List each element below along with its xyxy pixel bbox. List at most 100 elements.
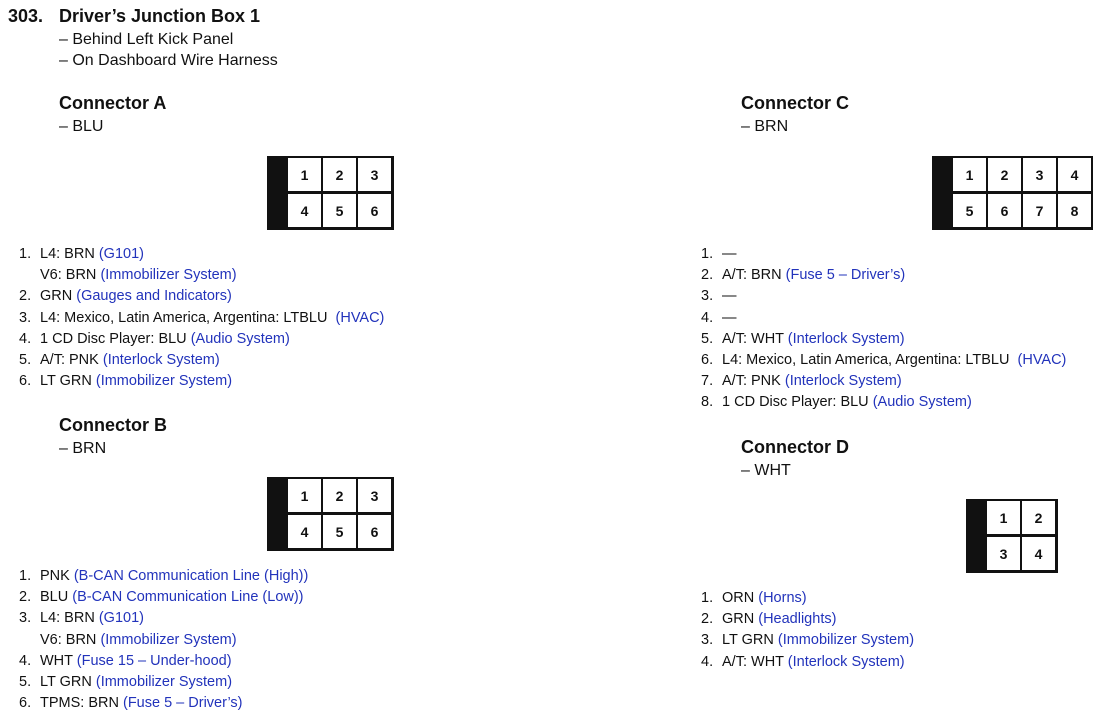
connector-c-title: Connector C [741,93,849,113]
pin-cell: 5 [953,194,986,227]
connector-key [934,158,953,228]
circuit-link[interactable]: (HVAC) [335,309,385,326]
list-item: 4.A/T: WHT (Interlock System) [701,652,914,673]
pin-cell: 6 [358,194,391,227]
pin-number: 3. [701,288,714,305]
circuit-link[interactable]: (Fuse 5 – Driver’s) [122,695,243,712]
wire-desc: L4: BRN [40,246,99,262]
circuit-link[interactable]: (Interlock System) [787,653,905,670]
connector-a-diagram: 1 2 3 4 5 6 [267,156,394,230]
circuit-link[interactable]: (B-CAN Communication Line (Low)) [72,589,304,606]
circuit-link[interactable]: (Audio System) [190,330,290,347]
pin-number: 2. [19,589,32,606]
pin-number: 8. [701,394,714,411]
pin-cell: 6 [988,194,1021,227]
circuit-link[interactable]: (Fuse 15 – Under-hood) [76,652,232,669]
circuit-link[interactable]: (G101) [98,610,144,627]
list-item: 8.1 CD Disc Player: BLU (Audio System) [701,392,1066,413]
list-item: 1. — [701,244,1066,265]
circuit-link[interactable]: (Fuse 5 – Driver’s) [785,267,906,284]
connector-key [269,479,288,549]
pin-cell: 4 [288,194,321,227]
connector-b-title: Connector B [59,415,167,435]
section-title: Driver’s Junction Box 1 [59,6,261,26]
pin-number: 2. [701,267,714,284]
circuit-link[interactable]: (Interlock System) [787,330,905,347]
list-item: 6.L4: Mexico, Latin America, Argentina: … [701,350,1066,371]
list-item: 1. L4: BRN (G101) V6: BRN (Immobilizer Sys… [19,244,384,286]
wire-desc: LT GRN [40,373,96,390]
connector-d-diagram: 1 2 3 4 [966,499,1058,573]
pin-cell: 3 [1023,158,1056,191]
page-title: 303.Driver’s Junction Box 1 [8,6,260,27]
wire-desc: ORN [722,590,759,606]
pin-number: 7. [701,373,714,390]
connector-d-pin-list: 1.ORN (Horns) 2.GRN (Headlights) 3.LT GR… [701,588,914,673]
circuit-link[interactable]: (Interlock System) [102,352,220,369]
circuit-link[interactable]: (B-CAN Communication Line (High)) [73,568,309,584]
list-item: 4. 1 CD Disc Player: BLU (Audio System) [19,329,384,350]
pin-cell: 2 [1022,501,1055,534]
pin-cell: 5 [323,515,356,548]
connector-a-pin-grid: 1 2 3 4 5 6 [288,158,391,228]
circuit-link[interactable]: (Immobilizer System) [777,632,915,649]
wire-desc: — [722,246,737,262]
wire-desc: 1 CD Disc Player: BLU [40,330,191,347]
pin-number: 3. [701,632,714,649]
connector-d-pin-grid: 1 2 3 4 [987,501,1055,571]
wire-desc: — [722,309,737,326]
list-item: 5.A/T: PNK (Interlock System) [19,350,384,371]
connector-c-pin-grid: 1 2 3 4 5 6 7 8 [953,158,1091,228]
circuit-link[interactable]: (Immobilizer System) [95,373,233,390]
circuit-link[interactable]: (HVAC) [1017,352,1067,369]
circuit-link[interactable]: (Headlights) [758,611,837,628]
circuit-link[interactable]: (Interlock System) [784,373,902,390]
connector-key [968,501,987,571]
circuit-link[interactable]: (Horns) [758,590,807,606]
wire-desc: A/T: WHT [722,653,788,670]
circuit-link[interactable]: (Gauges and Indicators) [76,288,232,305]
pin-number: 1. [701,590,714,606]
wire-desc: V6: BRN [40,267,101,284]
wire-desc: A/T: PNK [40,352,103,369]
connector-c-diagram: 1 2 3 4 5 6 7 8 [932,156,1093,230]
pin-cell: 1 [987,501,1020,534]
wire-desc: LT GRN [722,632,778,649]
connector-a-color: – BLU [59,118,104,135]
connector-a-pin-list: 1. L4: BRN (G101) V6: BRN (Immobilizer Sys… [19,244,384,392]
pin-cell: 4 [1022,537,1055,570]
second-line: V6: BRN (Immobilizer System) [40,630,308,651]
circuit-link[interactable]: (Immobilizer System) [95,674,233,691]
pin-cell: 2 [323,479,356,512]
pin-cell: 3 [358,158,391,191]
list-item: 6.LT GRN (Immobilizer System) [19,371,384,392]
pin-number: 1. [19,568,32,584]
connector-d-title: Connector D [741,437,849,457]
circuit-link[interactable]: (G101) [98,246,144,262]
connector-b-diagram: 1 2 3 4 5 6 [267,477,394,551]
circuit-link[interactable]: (Audio System) [872,394,972,411]
wire-desc: V6: BRN [40,631,101,648]
pin-number: 4. [19,330,32,347]
wire-desc: L4: BRN [40,610,99,627]
wire-desc: L4: Mexico, Latin America, Argentina: LT… [722,352,1018,369]
wire-desc: GRN [40,288,77,305]
pin-number: 1. [701,246,714,262]
list-item: 4.— [701,308,1066,329]
connector-a-title: Connector A [59,93,167,113]
circuit-link[interactable]: (Immobilizer System) [100,631,237,648]
circuit-link[interactable]: (Immobilizer System) [100,267,237,284]
pin-cell: 1 [288,158,321,191]
pin-cell: 4 [288,515,321,548]
pin-cell: 5 [323,194,356,227]
connector-d-color: – WHT [741,462,791,479]
wire-desc: LT GRN [40,674,96,691]
pin-number: 1. [19,246,32,262]
pin-cell: 4 [1058,158,1091,191]
wire-desc: WHT [40,652,77,669]
wire-desc: A/T: BRN [722,267,786,284]
second-line: V6: BRN (Immobilizer System) [40,265,384,286]
list-item: 3.L4: Mexico, Latin America, Argentina: … [19,308,384,329]
wire-desc: L4: Mexico, Latin America, Argentina: LT… [40,309,336,326]
location-line-2: – On Dashboard Wire Harness [59,52,278,69]
